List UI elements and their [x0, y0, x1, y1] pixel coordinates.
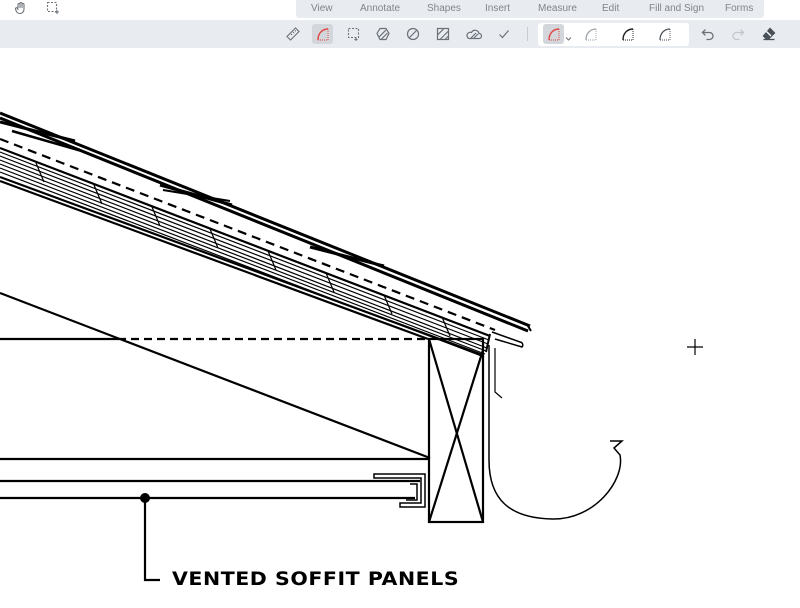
polygon-area-tool-button[interactable] [372, 24, 393, 44]
roof-eave-detail-drawing [0, 111, 624, 582]
undo-icon [701, 27, 715, 41]
rectangle-hatch-tool-button[interactable] [432, 24, 453, 44]
redo-icon [731, 27, 745, 41]
measure-toolbar [0, 20, 800, 48]
rafter-sheathing [0, 146, 491, 358]
toolbar-divider [527, 27, 528, 41]
eraser-icon [762, 27, 776, 41]
rectangle-area-icon [347, 27, 361, 41]
dashed-underlayment [0, 137, 496, 332]
cloud-area-tool-button[interactable] [463, 24, 484, 44]
hand-icon [14, 1, 28, 20]
distance-tool-button[interactable] [282, 24, 303, 44]
arc-measure-tool-button[interactable] [312, 24, 333, 44]
tab-annotate[interactable]: Annotate [360, 3, 401, 14]
count-tool-button[interactable] [493, 24, 514, 44]
ruler-icon [285, 27, 300, 41]
cloud-area-icon [465, 27, 482, 41]
rafter-diagonal [0, 291, 431, 460]
ellipse-area-tool-button[interactable] [402, 24, 423, 44]
top-bar: View Annotate Shapes Insert Measure Edit… [0, 0, 800, 20]
tab-shapes[interactable]: Shapes [427, 3, 461, 14]
tab-forms[interactable]: Forms [725, 3, 754, 14]
leader-line [143, 498, 160, 582]
arc-preset-light-button[interactable] [580, 24, 601, 44]
document-canvas[interactable]: VENTED SOFFIT PANELS [0, 48, 800, 603]
eraser-button[interactable] [758, 24, 779, 44]
crosshair-cursor [686, 338, 704, 356]
hatched-square-icon [436, 27, 450, 41]
tab-measure[interactable]: Measure [538, 3, 577, 14]
arc-measure-icon [316, 27, 330, 41]
tab-insert[interactable]: Insert [485, 3, 511, 14]
arc-preset-dark-button[interactable] [654, 24, 675, 44]
redo-button[interactable] [727, 24, 748, 44]
tab-edit[interactable]: Edit [602, 3, 620, 14]
j-channel [373, 473, 426, 508]
polygon-area-icon [375, 27, 390, 41]
tab-view[interactable]: View [311, 3, 333, 14]
arc-preset-red-icon [547, 27, 561, 41]
checkmark-icon [497, 27, 511, 41]
roof-shingles [0, 111, 532, 333]
drip-edge [491, 331, 524, 348]
style-presets [538, 23, 689, 46]
marquee-zoom-button[interactable] [44, 1, 62, 19]
rectangle-area-tool-button[interactable] [343, 24, 364, 44]
ellipse-area-icon [406, 27, 420, 41]
leader-dot [140, 493, 150, 503]
menu-tabs: View Annotate Shapes Insert Measure Edit… [296, 0, 764, 18]
crosshair-icon [687, 339, 703, 355]
undo-button[interactable] [697, 24, 718, 44]
tab-fill-and-sign[interactable]: Fill and Sign [649, 3, 705, 14]
left-tools [12, 0, 62, 20]
arc-preset-light-icon [584, 27, 598, 41]
chevron-down-icon[interactable] [565, 29, 572, 47]
gutter [488, 440, 624, 520]
arc-preset-red-button[interactable] [543, 24, 564, 44]
marquee-plus-icon [46, 1, 60, 20]
fascia-board [427, 337, 485, 524]
arc-preset-dark-icon [658, 27, 672, 41]
annotation-label: VENTED SOFFIT PANELS [172, 568, 460, 590]
arc-preset-black-icon [621, 27, 635, 41]
pan-tool-button[interactable] [12, 1, 30, 19]
arc-preset-black-button[interactable] [617, 24, 638, 44]
